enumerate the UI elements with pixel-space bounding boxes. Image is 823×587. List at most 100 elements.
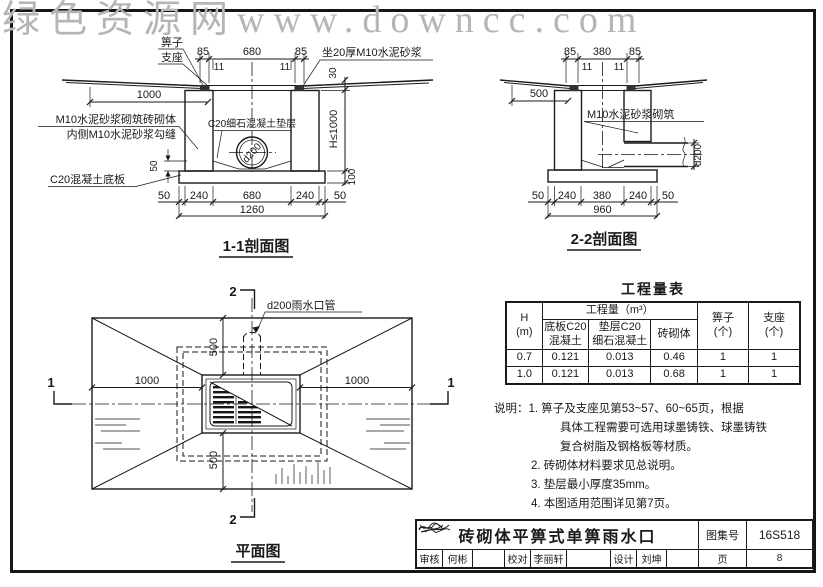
design-label: 设计 <box>611 550 637 567</box>
designer-signature <box>418 523 699 567</box>
dim-85: 85 <box>629 46 641 58</box>
line-shape <box>577 198 585 206</box>
line-shape <box>623 55 631 63</box>
note-line: 说明：1. 箅子及支座见第53~57、60~65页，根据 <box>494 403 744 415</box>
pavement-line <box>61 79 203 87</box>
span-shape: 垫层C20 <box>598 320 641 333</box>
reviewer-name: 何彬 <box>443 550 473 567</box>
line-shape <box>321 198 329 206</box>
section-mark-1-right: 1 <box>447 375 454 390</box>
line-shape <box>198 384 206 391</box>
pipe-outer <box>235 136 269 169</box>
seat-mortar-label: 坐20厚M10水泥砂浆 <box>322 45 422 59</box>
dim-85: 85 <box>564 46 576 58</box>
dim-100: 100 <box>347 168 358 185</box>
span-shape: 细石混凝土 <box>592 334 648 347</box>
cell: 0.121 <box>541 365 590 385</box>
dim-30: 30 <box>328 67 339 79</box>
cell: 0.013 <box>588 349 652 367</box>
line-shape <box>544 212 552 220</box>
path-shape <box>199 53 305 83</box>
designer-name: 刘坤 <box>637 550 667 567</box>
dim: 50 <box>532 190 544 202</box>
grate-frame-outer <box>201 374 301 434</box>
polygon-shape <box>165 155 171 161</box>
col-header-h: H(m) <box>505 301 543 351</box>
slope-diagonals <box>91 317 413 490</box>
bedding-surface <box>580 159 625 168</box>
section-mark <box>53 391 72 405</box>
section-mark-2-bottom: 2 <box>229 512 236 527</box>
check-label: 校对 <box>505 550 531 567</box>
checker-name: 李丽轩 <box>531 550 567 567</box>
note-line: 2. 砖砌体材料要求见总说明。 <box>531 460 682 472</box>
col-header-grate: 箅子(个) <box>696 301 750 351</box>
line-shape <box>647 198 655 206</box>
masonry-label: M10水泥砂浆砌筑 <box>587 107 674 121</box>
dim-500: 500 <box>530 88 548 100</box>
note-line: 复合树脂及钢格板等材质。 <box>560 441 698 453</box>
brick-wall-right <box>623 89 652 143</box>
grate-support-right <box>626 85 636 91</box>
line-shape <box>341 76 349 84</box>
leader-line <box>583 121 704 134</box>
section-2-2-drawing: d200 M10水泥砂浆砌筑 85 380 85 11 11 500 <box>499 46 708 251</box>
dim-11: 11 <box>582 62 593 73</box>
line-shape <box>315 198 323 206</box>
dim-11: 11 <box>280 62 291 73</box>
dim: 680 <box>243 190 261 202</box>
line-shape <box>175 198 183 206</box>
page-number: 8 <box>776 553 783 564</box>
leader-line <box>214 130 291 159</box>
polygon-shape <box>165 171 171 177</box>
pipe-outline <box>624 142 688 168</box>
section-1-1-caption: 1-1剖面图 <box>223 237 290 255</box>
atlas-no-value: 16S518 <box>747 521 812 550</box>
table-row: 0.7 0.121 0.013 0.46 1 1 <box>505 349 801 367</box>
pavement-line <box>634 82 704 89</box>
pavement-line <box>301 82 430 89</box>
line-shape <box>544 198 552 206</box>
line-shape <box>551 198 558 206</box>
dim-1000: 1000 <box>345 375 369 387</box>
pipe-dia-label: d200 <box>693 143 704 166</box>
line-shape <box>196 55 204 63</box>
section-mark-1-left: 1 <box>47 375 54 390</box>
section-mark <box>430 391 449 405</box>
tr-shape: H(m) 工程量（m³） 箅子(个) 支座(个) <box>505 301 801 351</box>
cell: 0.68 <box>650 365 698 385</box>
brick-wall-left <box>553 89 583 171</box>
dim: 240 <box>558 190 576 202</box>
pipe-inner <box>239 139 265 166</box>
path-shape <box>256 311 362 332</box>
dim-11: 11 <box>214 62 225 73</box>
line-shape <box>653 212 661 220</box>
dim-500: 500 <box>208 451 220 469</box>
masonry-label-2: 内侧M10水泥砂浆勾缝 <box>67 127 176 141</box>
line-shape <box>341 167 349 175</box>
atlas-no-label: 图集号 <box>699 521 747 550</box>
line-shape <box>205 55 213 63</box>
line-shape <box>287 198 295 206</box>
cell: 0.121 <box>541 349 590 367</box>
leader-line <box>48 174 182 187</box>
leader-line <box>38 126 199 150</box>
sheet-border-frame <box>10 9 816 573</box>
line-shape <box>209 198 217 206</box>
line-shape <box>564 97 572 105</box>
masonry-label-1: M10水泥砂浆砌筑砖砌体 <box>56 112 176 126</box>
cell: 0.46 <box>650 349 698 367</box>
line-shape <box>562 55 570 63</box>
pavement-line <box>499 79 571 87</box>
grate-support-right <box>295 85 304 91</box>
line-shape <box>86 98 94 106</box>
dim: 240 <box>296 190 314 202</box>
leader-line <box>302 59 433 87</box>
section-mark <box>240 498 256 518</box>
cell: 1 <box>748 349 801 367</box>
bedding-label: C20细石混凝土垫层 <box>208 117 296 130</box>
dim-500: 500 <box>208 338 220 356</box>
dim-960: 960 <box>593 204 611 216</box>
